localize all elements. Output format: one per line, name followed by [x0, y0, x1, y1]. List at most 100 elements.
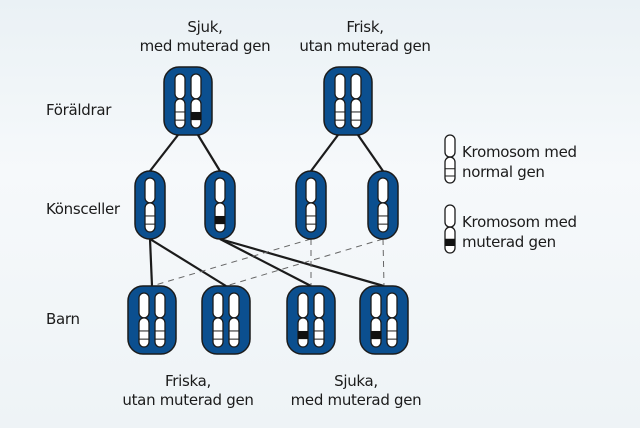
row-label-parents: Föräldrar [46, 101, 112, 119]
chromosome [305, 177, 317, 233]
cell-body [286, 285, 336, 355]
gamete-to-child-dashed-line [225, 238, 384, 287]
row-label-children: Barn [46, 310, 80, 328]
chromosome-lower-arm [174, 98, 186, 129]
child-cell-2 [201, 285, 251, 355]
legend-normal-chromosome-icon [444, 134, 456, 184]
chromosome-lower-arm [144, 202, 156, 233]
chromosome-lower-arm [334, 98, 346, 129]
chromosome-upper-arm [190, 73, 202, 100]
chromosome-upper-arm [144, 177, 156, 204]
children-healthy-subtitle: utan muterad gen [122, 391, 254, 409]
gamete-to-child-line [219, 238, 312, 287]
parent-1-label: Sjuk, med muterad gen [130, 18, 280, 56]
legend-mutated: Kromosom med muterad gen [462, 212, 577, 252]
cell-body [323, 66, 373, 136]
chromosome-upper-arm [377, 177, 389, 204]
chromosome-upper-arm [174, 73, 186, 100]
chromosome-upper-arm [444, 204, 456, 228]
legend-normal-line1: Kromosom med [462, 143, 577, 161]
chromosome-upper-arm [350, 73, 362, 100]
chromosome [297, 292, 309, 348]
chromosome-upper-arm [297, 292, 309, 319]
chromosome [334, 73, 346, 129]
parent-to-gamete-line [357, 134, 384, 172]
chromosome [313, 292, 325, 348]
gamete-to-child-dashed-line [382, 238, 385, 287]
chromosome-lower-arm [138, 317, 150, 348]
children-group-healthy: Friska, utan muterad gen [108, 372, 268, 410]
child-cell-4 [359, 285, 409, 355]
child-cell-3 [286, 285, 336, 355]
chromosome-lower-arm [154, 317, 166, 348]
chromosome-upper-arm [386, 292, 398, 319]
gamete-cell-4 [367, 170, 399, 240]
cell-body [127, 285, 177, 355]
parent-1-title: Sjuk, [187, 18, 223, 36]
chromosome [214, 177, 226, 233]
chromosome [190, 73, 202, 129]
parent-1-subtitle: med muterad gen [139, 37, 271, 55]
legend-normal-line2: normal gen [462, 163, 545, 181]
chromosome [386, 292, 398, 348]
chromosome-lower-arm [313, 317, 325, 348]
gamete-cell-3 [295, 170, 327, 240]
parent-2-title: Frisk, [346, 18, 384, 36]
chromosome-upper-arm [214, 177, 226, 204]
chromosome-upper-arm [212, 292, 224, 319]
chromosome-upper-arm [305, 177, 317, 204]
chromosome [212, 292, 224, 348]
mutated-gene-band [191, 111, 201, 121]
parent-cell-2 [323, 66, 373, 136]
parent-to-gamete-line [310, 134, 339, 172]
chromosome-lower-arm [212, 317, 224, 348]
chromosome [377, 177, 389, 233]
chromosome-lower-arm [444, 156, 456, 184]
gamete-cell-2 [204, 170, 236, 240]
children-sick-title: Sjuka, [334, 372, 378, 390]
legend-mutated-line2: muterad gen [462, 233, 556, 251]
children-group-sick: Sjuka, med muterad gen [276, 372, 436, 410]
legend-mutated-line1: Kromosom med [462, 213, 577, 231]
chromosome-upper-arm [444, 134, 456, 158]
chromosome-upper-arm [228, 292, 240, 319]
mutated-gene-band [445, 238, 455, 247]
parent-to-gamete-line [149, 134, 179, 172]
chromosome [228, 292, 240, 348]
chromosome-lower-arm [386, 317, 398, 348]
chromosome [174, 73, 186, 129]
gamete-to-child-line [149, 238, 227, 287]
legend-mutated-chromosome-icon [444, 204, 456, 254]
gamete-to-child-line [148, 238, 154, 287]
mutated-gene-band [215, 215, 225, 225]
cell-body [163, 66, 213, 136]
parent-2-label: Frisk, utan muterad gen [290, 18, 440, 56]
chromosome-upper-arm [138, 292, 150, 319]
chromosome-lower-arm [228, 317, 240, 348]
chromosome [154, 292, 166, 348]
children-healthy-title: Friska, [165, 372, 211, 390]
chromosome-upper-arm [154, 292, 166, 319]
chromosome [138, 292, 150, 348]
chromosome-lower-arm [305, 202, 317, 233]
parent-to-gamete-line [197, 134, 221, 172]
mutated-gene-band [298, 330, 308, 340]
mutated-gene-band [371, 330, 381, 340]
gamete-cell-1 [134, 170, 166, 240]
chromosome-upper-arm [313, 292, 325, 319]
gamete-to-child-line [219, 237, 385, 288]
parent-2-subtitle: utan muterad gen [299, 37, 431, 55]
cell-body [201, 285, 251, 355]
child-cell-1 [127, 285, 177, 355]
row-label-gametes: Könsceller [46, 200, 120, 218]
chromosome-upper-arm [334, 73, 346, 100]
cell-body [359, 285, 409, 355]
chromosome-lower-arm [377, 202, 389, 233]
chromosome-lower-arm [350, 98, 362, 129]
legend-normal: Kromosom med normal gen [462, 142, 577, 182]
chromosome [350, 73, 362, 129]
parent-cell-1 [163, 66, 213, 136]
chromosome [144, 177, 156, 233]
gamete-to-child-dashed-line [151, 238, 312, 287]
